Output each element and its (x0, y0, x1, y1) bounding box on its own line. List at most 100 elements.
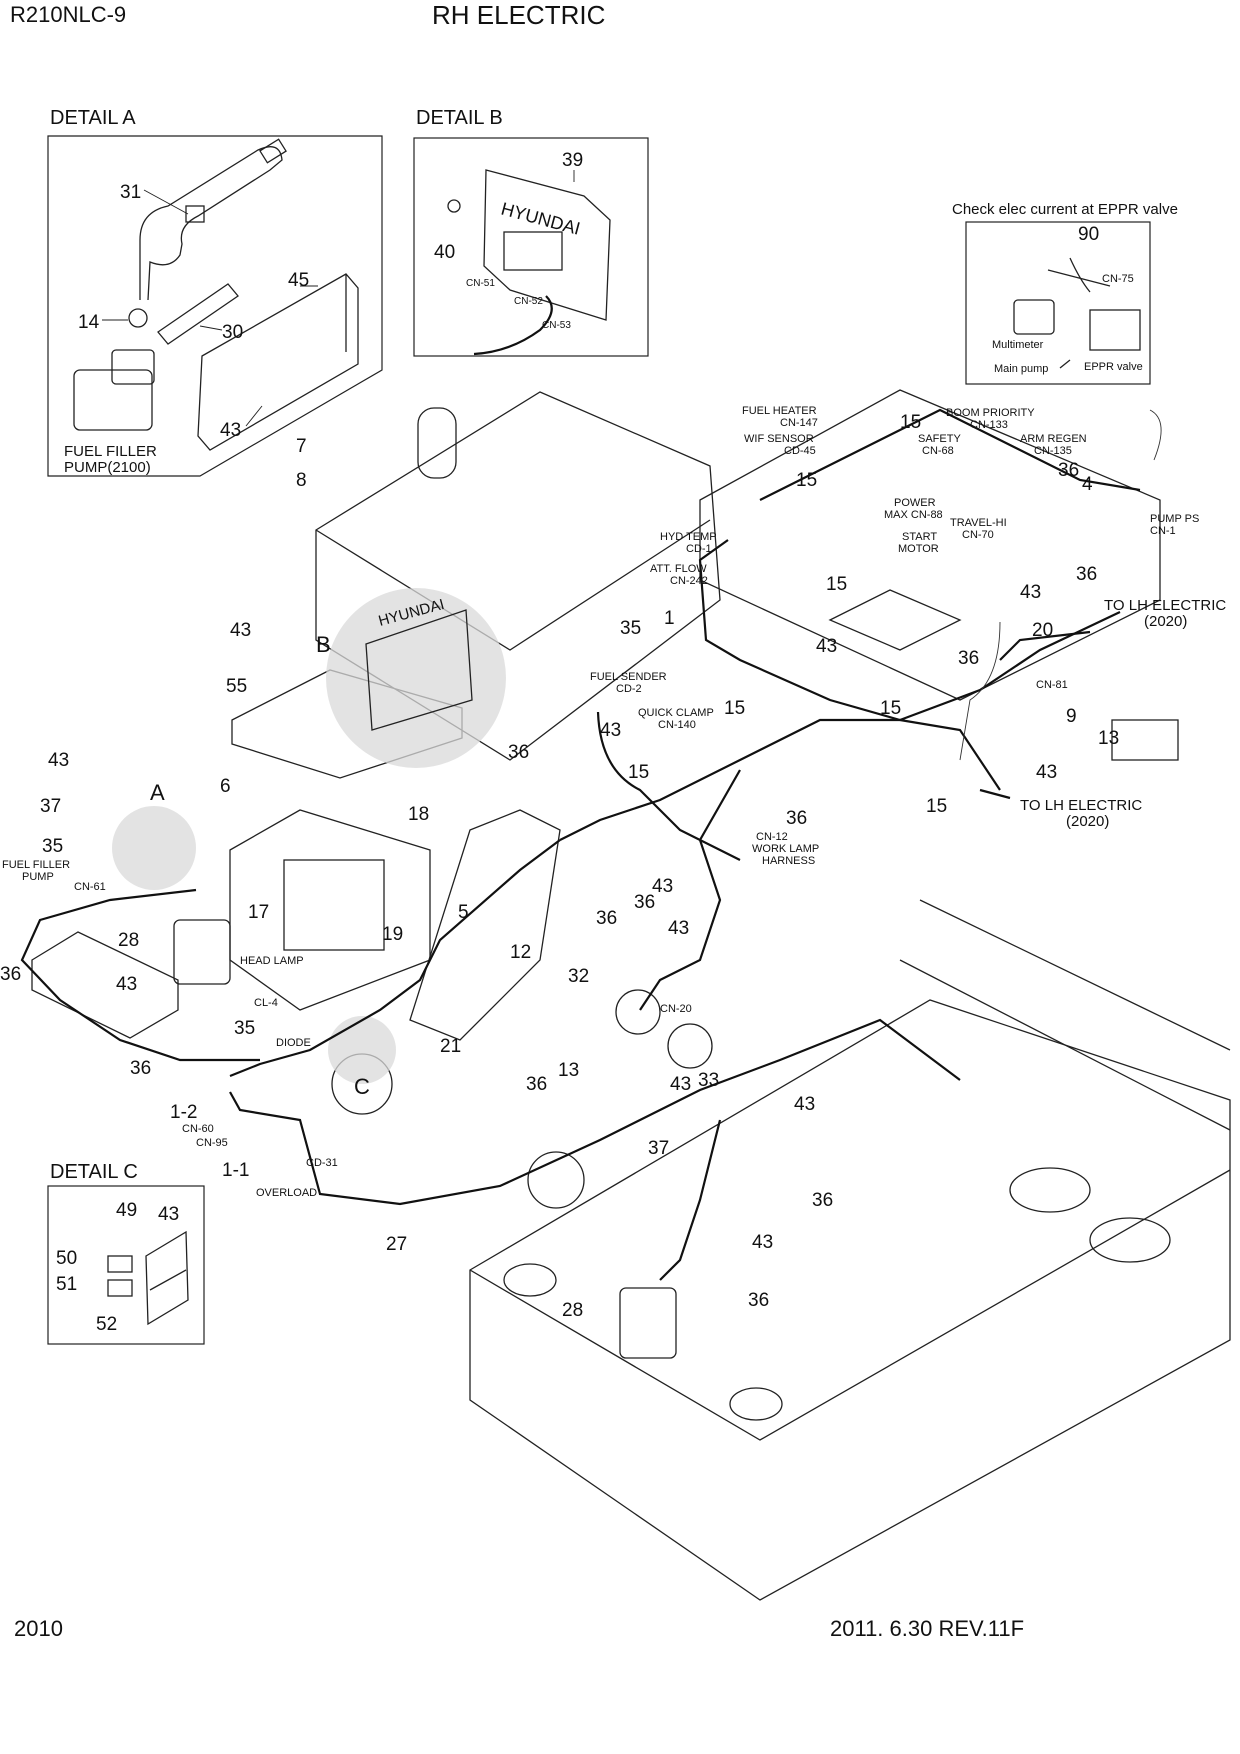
eppr-valve-icon (1089, 309, 1141, 351)
leader-31 (143, 189, 189, 215)
callout-35-c: 35 (234, 1018, 255, 1039)
callout-36-c: 36 (958, 648, 979, 669)
label-to-lh-2b: (2020) (1066, 813, 1109, 830)
detail-c: DETAIL C 49 43 50 51 52 (47, 1161, 205, 1345)
callout-36-e: 36 (786, 808, 807, 829)
label-cn242: CN-242 (670, 575, 708, 587)
label-fuel-filler: FUEL FILLER (2, 859, 70, 871)
harness-fuel-pump (20, 888, 260, 1062)
page-title: RH ELECTRIC (432, 0, 606, 30)
callout-36-f: 36 (634, 892, 655, 913)
label-cn20: CN-20 (660, 1003, 692, 1015)
detail-c-zoom (328, 1016, 396, 1084)
callout-15-e: 15 (880, 698, 901, 719)
bullet-b: B (316, 632, 331, 657)
callout-40: 40 (434, 242, 455, 263)
detail-a-frame (47, 135, 383, 477)
callout-20: 20 (1032, 620, 1053, 641)
callout-18: 18 (408, 804, 429, 825)
label-safety: SAFETY (918, 433, 961, 445)
label-to-lh-1: TO LH ELECTRIC (1104, 597, 1226, 614)
label-cn133: CN-133 (970, 419, 1008, 431)
hose-clamp (185, 205, 205, 223)
frame-hole-1 (503, 1263, 557, 1297)
callout-6: 6 (220, 776, 231, 797)
callout-33: 33 (698, 1070, 719, 1091)
callout-15-f: 15 (628, 762, 649, 783)
callout-15-g: 15 (926, 796, 947, 817)
callout-43-m10: 43 (670, 1074, 691, 1095)
detail-a-pump-label-1: FUEL FILLER (64, 443, 157, 460)
callout-36-b: 36 (1076, 564, 1097, 585)
callout-51: 51 (56, 1274, 77, 1295)
harness-horn (639, 769, 741, 1011)
callout-15-b: 15 (796, 470, 817, 491)
diode-bracket (145, 1230, 189, 1326)
callout-39: 39 (562, 150, 583, 171)
frame-hole-2 (729, 1387, 783, 1421)
main-callouts: 7 8 15 15 15 15 15 15 15 36 4 36 36 36 3… (0, 412, 1119, 1321)
controller-body (483, 169, 611, 321)
label-head-lamp: HEAD LAMP (240, 955, 304, 967)
callout-1: 1 (664, 608, 675, 629)
leader-30 (199, 325, 223, 331)
callout-1-2: 1-2 (170, 1102, 197, 1123)
label-motor: MOTOR (898, 543, 939, 555)
callout-45: 45 (288, 270, 309, 291)
callout-5: 5 (458, 902, 469, 923)
eppr-probe-wires (1047, 257, 1111, 293)
start-motor-cable (959, 621, 1001, 761)
callout-43-m6: 43 (1036, 762, 1057, 783)
air-breather (417, 407, 457, 479)
callout-36-l: 36 (748, 1290, 769, 1311)
callout-90: 90 (1078, 224, 1099, 245)
callout-21: 21 (440, 1036, 461, 1057)
callout-49: 49 (116, 1200, 137, 1221)
diode-block-upper (107, 1255, 133, 1273)
label-cd1: CD-1 (686, 543, 712, 555)
label-cn70: CN-70 (962, 529, 994, 541)
callout-28-a: 28 (118, 930, 139, 951)
eppr-multimeter: Multimeter (992, 339, 1044, 351)
eppr-check: Check elec current at EPPR valve 90 CN-7… (952, 201, 1178, 385)
harness-to-lh-2 (979, 788, 1011, 800)
callout-50: 50 (56, 1248, 77, 1269)
label-cl4: CL-4 (254, 997, 278, 1009)
callout-37-a: 37 (40, 796, 61, 817)
label-wif-sensor: WIF SENSOR (744, 433, 814, 445)
label-cd31: CD-31 (306, 1157, 338, 1169)
hose-fitting (128, 308, 148, 328)
label-max-cn88: MAX CN-88 (884, 509, 943, 521)
label-fuel-sender: FUEL SENDER (590, 671, 667, 683)
eppr-frame (965, 221, 1151, 385)
label-power: POWER (894, 497, 936, 509)
label-cd2: CD-2 (616, 683, 642, 695)
lower-frame (469, 999, 1231, 1601)
label-cn68: CN-68 (922, 445, 954, 457)
detail-a-pump-label-2: PUMP(2100) (64, 459, 151, 476)
callout-31: 31 (120, 182, 141, 203)
callout-30: 30 (222, 322, 243, 343)
fuel-filler-pump-body (73, 369, 153, 431)
controller-cable (473, 295, 553, 356)
callout-32: 32 (568, 966, 589, 987)
label-cn147: CN-147 (780, 417, 818, 429)
callout-35-b: 35 (42, 836, 63, 857)
label-pump-ps: PUMP PS (1150, 513, 1199, 525)
callout-43-c: 43 (158, 1204, 179, 1225)
step-plate (31, 931, 179, 1039)
fuel-filler-pump-motor (111, 349, 155, 385)
detail-c-title: DETAIL C (50, 1161, 138, 1183)
tank-top-edge (315, 519, 711, 651)
eppr-arrow (1059, 359, 1071, 369)
diode-block-lower (107, 1279, 133, 1297)
pump-bracket (197, 273, 359, 451)
frame-slot-2 (1089, 1217, 1171, 1263)
label-overload: OVERLOAD (256, 1187, 317, 1199)
eppr-main-pump: Main pump (994, 363, 1048, 375)
label-quick-clamp: QUICK CLAMP (638, 707, 714, 719)
detail-a-title: DETAIL A (50, 107, 136, 129)
label-cn81: CN-81 (1036, 679, 1068, 691)
label-att-flow: ATT. FLOW (650, 563, 707, 575)
callout-4: 4 (1082, 474, 1093, 495)
